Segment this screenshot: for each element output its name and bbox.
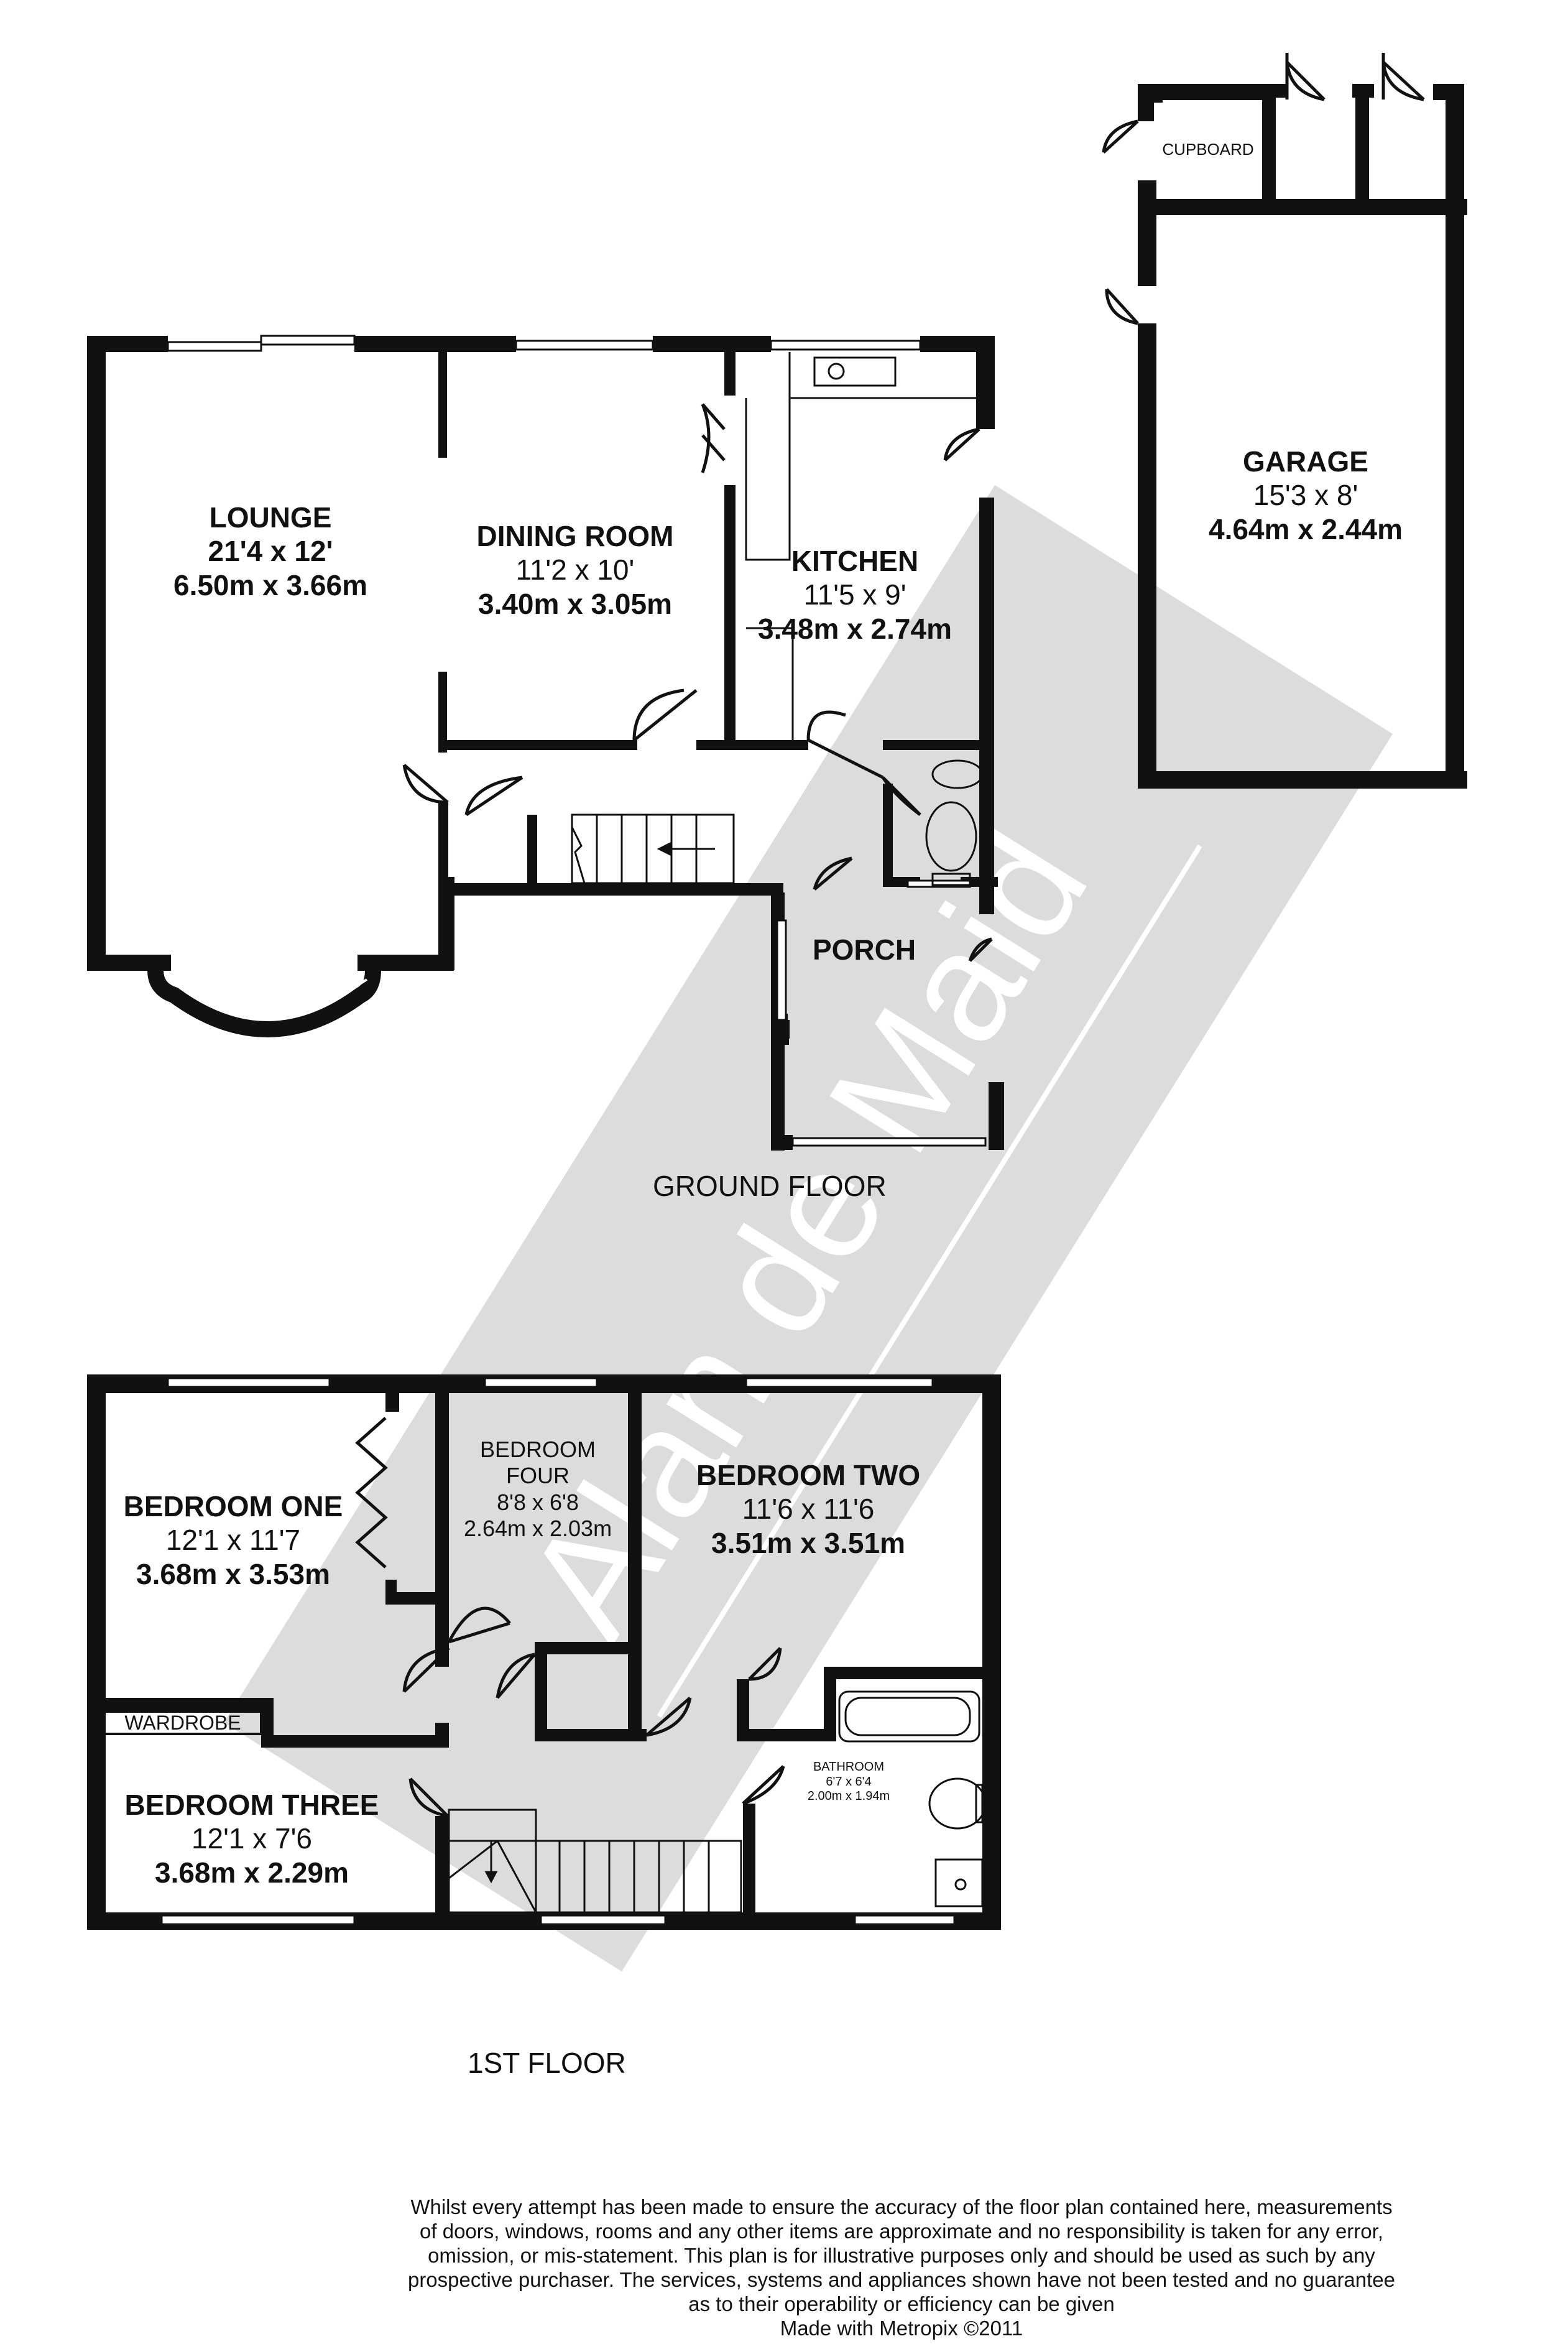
room-name: BEDROOM ONE <box>123 1490 343 1522</box>
room-size-imperial: 11'2 x 10' <box>515 554 635 586</box>
room-size-metric: 2.64m x 2.03m <box>463 1516 612 1542</box>
disclaimer: Whilst every attempt has been made to en… <box>323 2195 1480 2341</box>
room-name-line1: BEDROOM <box>479 1437 596 1462</box>
room-size-metric: 2.00m x 1.94m <box>807 1789 890 1804</box>
room-label-lounge: LOUNGE 21'4 x 12' 6.50m x 3.66m <box>146 501 395 602</box>
room-size-metric: 6.50m x 3.66m <box>173 568 367 601</box>
first-floor-title: 1ST FLOOR <box>468 2047 626 2079</box>
room-name: GARAGE <box>1243 445 1368 478</box>
room-label-bedroom-two: BEDROOM TWO 11'6 x 11'6 3.51m x 3.51m <box>659 1458 957 1560</box>
room-size-metric: 3.48m x 2.74m <box>757 612 952 645</box>
first-floor-windows <box>160 1377 956 1925</box>
wardrobe-box <box>103 1710 262 1735</box>
room-label-bedroom-one: BEDROOM ONE 12'1 x 11'7 3.68m x 3.53m <box>96 1490 370 1591</box>
room-label-bedroom-four: BEDROOM FOUR 8'8 x 6'8 2.64m x 2.03m <box>445 1437 631 1542</box>
room-label-garage: GARAGE 15'3 x 8' 4.64m x 2.44m <box>1169 445 1442 546</box>
room-size-metric: 3.68m x 2.29m <box>154 1856 349 1889</box>
room-name: LOUNGE <box>209 501 332 534</box>
first-floor-walls <box>87 1374 1001 1930</box>
room-label-cupboard: CUPBOARD <box>1155 140 1261 159</box>
room-size-imperial: 8'8 x 6'8 <box>497 1489 579 1515</box>
room-size-imperial: 11'6 x 11'6 <box>742 1493 875 1526</box>
watermark: Alan de Maid <box>224 485 1393 1971</box>
watermark-line <box>657 844 1202 1718</box>
first-floor-stairs <box>448 1809 742 1914</box>
bathroom-fittings <box>838 1690 987 1907</box>
ground-floor-windows <box>167 335 987 1147</box>
room-label-porch: PORCH <box>802 933 926 966</box>
room-size-metric: 3.40m x 3.05m <box>477 587 672 620</box>
kitchen-fittings <box>745 352 979 740</box>
room-size-metric: 4.64m x 2.44m <box>1208 512 1403 545</box>
room-name: DINING ROOM <box>476 520 674 552</box>
room-size-imperial: 11'5 x 9' <box>803 578 906 611</box>
room-name: KITCHEN <box>791 545 919 577</box>
room-label-dining-room: DINING ROOM 11'2 x 10' 3.40m x 3.05m <box>435 519 715 621</box>
room-size-metric: 3.68m x 3.53m <box>136 1557 330 1590</box>
room-name: CUPBOARD <box>1162 140 1254 159</box>
wc-fittings <box>925 759 984 886</box>
garage-walls <box>1138 84 1467 789</box>
room-label-wardrobe: WARDROBE <box>104 1712 261 1734</box>
disclaimer-line: Whilst every attempt has been made to en… <box>410 2195 1393 2218</box>
disclaimer-line: as to their operability or efficiency ca… <box>688 2292 1115 2315</box>
room-size-imperial: 15'3 x 8' <box>1253 479 1358 512</box>
room-name: BEDROOM THREE <box>124 1789 379 1821</box>
room-size-imperial: 12'1 x 11'7 <box>165 1524 301 1557</box>
room-name-line2: FOUR <box>506 1463 570 1489</box>
room-name: PORCH <box>812 934 916 966</box>
room-label-kitchen: KITCHEN 11'5 x 9' 3.48m x 2.74m <box>721 544 989 646</box>
watermark-band <box>224 485 1393 1971</box>
room-name: WARDROBE <box>124 1712 241 1734</box>
disclaimer-line: of doors, windows, rooms and any other i… <box>420 2219 1383 2243</box>
room-label-bathroom: BATHROOM 6'7 x 6'4 2.00m x 1.94m <box>771 1760 926 1804</box>
disclaimer-line: prospective purchaser. The services, sys… <box>407 2268 1396 2291</box>
room-size-imperial: 21'4 x 12' <box>208 535 333 568</box>
first-floor-doors <box>355 1417 785 1818</box>
room-size-imperial: 6'7 x 6'4 <box>826 1774 872 1789</box>
room-size-imperial: 12'1 x 7'6 <box>191 1822 313 1855</box>
room-name: BATHROOM <box>813 1760 885 1774</box>
ground-floor-title: GROUND FLOOR <box>653 1170 887 1202</box>
ground-floor-stairs <box>571 813 735 884</box>
disclaimer-line: omission, or mis-statement. This plan is… <box>428 2243 1375 2267</box>
room-name: BEDROOM TWO <box>696 1459 921 1491</box>
lounge-bay-window <box>140 955 389 1037</box>
room-size-metric: 3.51m x 3.51m <box>711 1526 905 1559</box>
garage-doors <box>1102 53 1425 325</box>
disclaimer-credit: Made with Metropix ©2011 <box>780 2316 1023 2340</box>
ground-floor-doors <box>402 403 993 962</box>
room-label-bedroom-three: BEDROOM THREE 12'1 x 7'6 3.68m x 2.29m <box>99 1788 404 1889</box>
